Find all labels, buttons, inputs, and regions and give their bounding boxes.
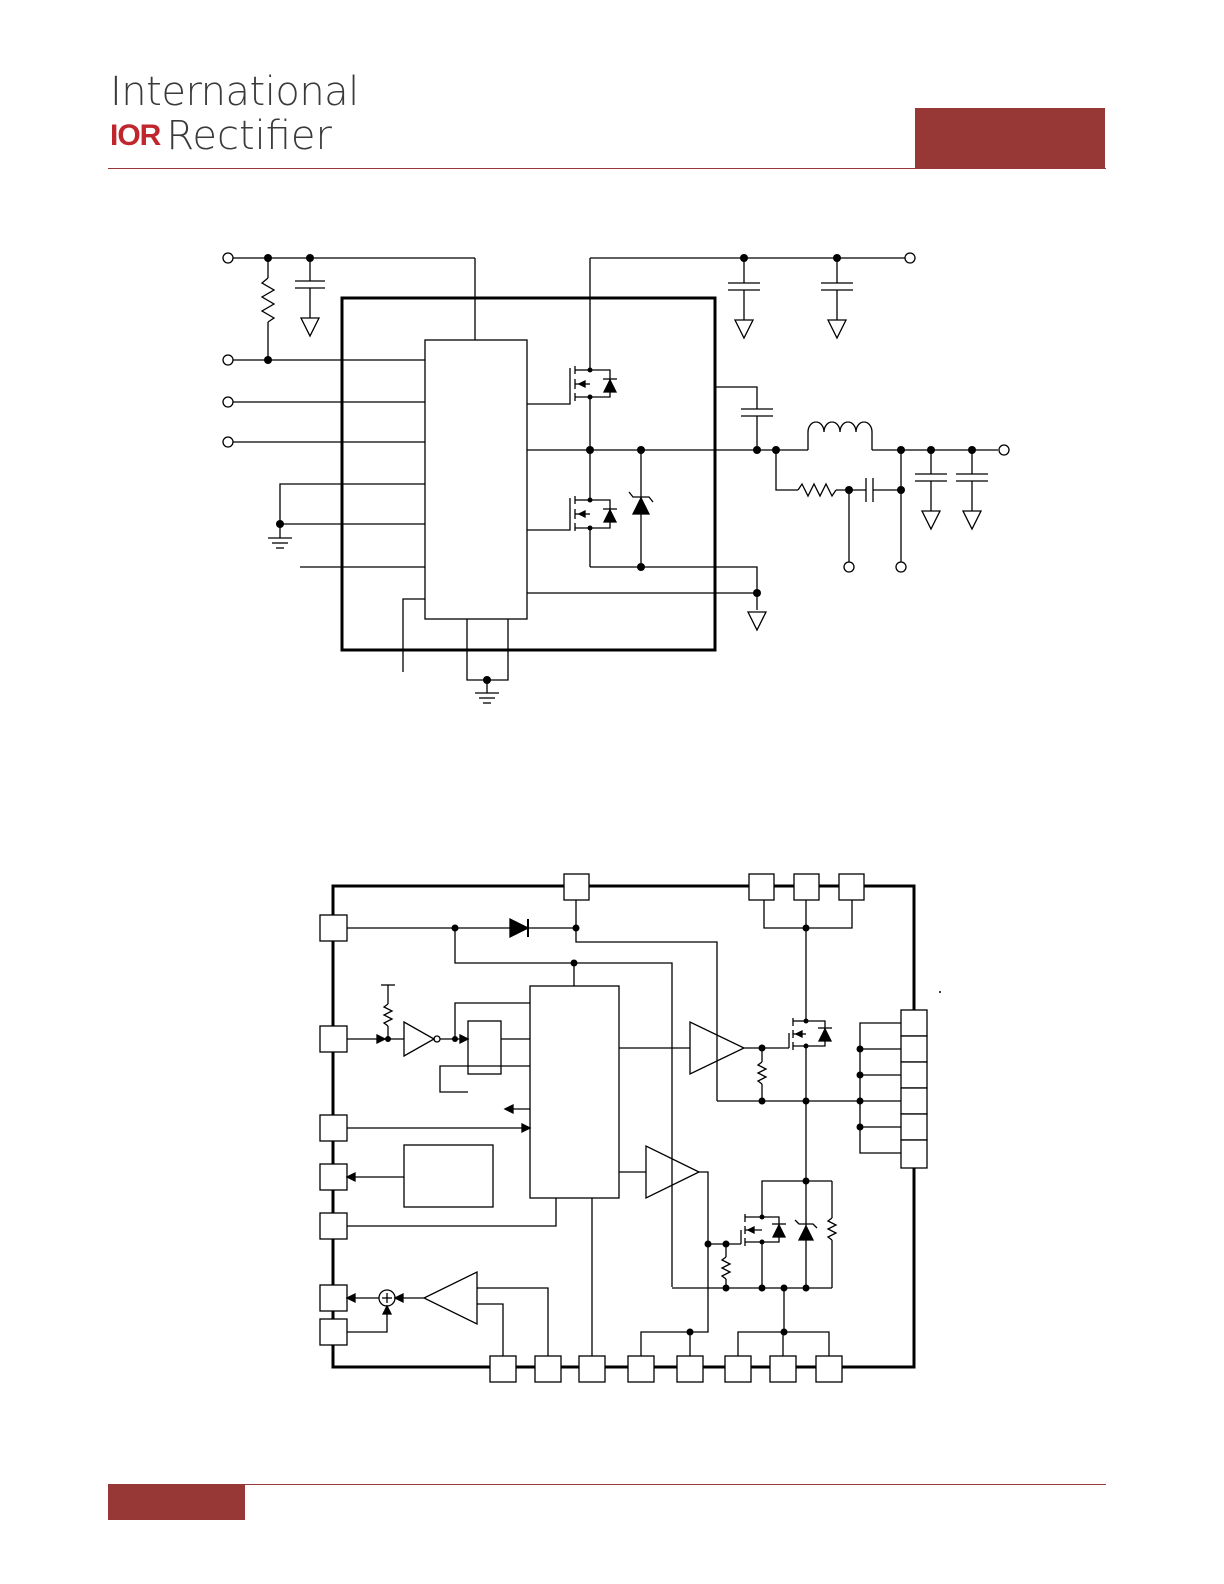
resistor-icon <box>756 1061 768 1085</box>
inductor-icon <box>807 421 873 450</box>
logic-block <box>467 1020 502 1075</box>
mosfet-icon <box>788 928 826 1101</box>
pin-box-icon <box>578 1355 606 1383</box>
diode-icon <box>794 1181 818 1288</box>
pin-box-icon <box>489 1355 517 1383</box>
pin-box-icon <box>769 1355 797 1383</box>
pin-box-icon <box>900 1139 928 1169</box>
terminal-icon <box>222 252 234 264</box>
control-logic-block <box>529 985 620 1199</box>
resistor-icon <box>720 1256 732 1280</box>
diode-icon <box>602 508 618 523</box>
pin-box-icon <box>676 1355 704 1383</box>
diode-icon <box>771 1223 787 1238</box>
capacitor-icon <box>915 450 947 530</box>
terminal-icon <box>904 252 916 264</box>
reference-block <box>403 1144 494 1208</box>
pin-box-icon <box>319 1114 348 1142</box>
pin-box-icon <box>319 1025 348 1053</box>
controller-block <box>424 339 528 620</box>
block-diagram <box>319 873 941 1383</box>
capacitor-icon <box>865 478 874 502</box>
resistor-icon <box>797 482 837 498</box>
logo-mark: IOR <box>110 119 161 152</box>
terminal-icon <box>895 561 907 573</box>
application-circuit <box>222 252 1010 704</box>
pin-box-icon <box>563 873 590 901</box>
ground-icon <box>747 611 767 631</box>
terminal-icon <box>222 396 234 408</box>
pin-box-icon <box>627 1355 655 1383</box>
mosfet-icon <box>740 1180 832 1288</box>
footer-divider <box>108 1484 1106 1485</box>
terminal-icon <box>843 561 855 573</box>
header-divider <box>108 168 1106 169</box>
resistor-icon <box>260 258 276 360</box>
diode-icon <box>602 378 618 393</box>
mosfet-icon <box>527 258 611 450</box>
amplifier-icon <box>422 1270 478 1326</box>
header-accent-box <box>915 108 1105 168</box>
diode-icon <box>628 450 654 567</box>
pin-box-icon <box>319 1318 348 1346</box>
capacitor-icon <box>821 258 853 339</box>
module-outline <box>340 296 717 652</box>
diode-icon <box>817 1027 833 1042</box>
pin-box-icon <box>838 873 865 901</box>
pin-box-icon <box>724 1355 752 1383</box>
pin-box-icon <box>319 914 348 942</box>
pin-box-icon <box>900 1009 928 1037</box>
capacitor-icon <box>956 450 988 530</box>
logo-wordmark-line2: Rectifier <box>166 113 332 159</box>
pin-box-icon <box>319 1163 348 1191</box>
terminal-icon <box>222 354 234 366</box>
company-logo: International IOR Rectifier <box>110 70 359 158</box>
resistor-icon <box>826 1217 838 1241</box>
capacitor-icon <box>728 258 760 339</box>
terminal-icon <box>998 444 1010 456</box>
terminal-icon <box>222 436 234 448</box>
pin-box-icon <box>900 1087 928 1115</box>
pin-box-icon <box>319 1212 348 1240</box>
inverter-icon <box>403 1020 441 1058</box>
pin-box-icon <box>748 873 775 901</box>
pin-box-icon <box>900 1113 928 1141</box>
pin-box-icon <box>534 1355 562 1383</box>
mosfet-icon <box>527 450 611 567</box>
package-outline <box>331 884 916 1369</box>
summing-junction-icon <box>378 1289 396 1307</box>
logo-wordmark-line1: International <box>110 69 359 115</box>
pin-box-icon <box>900 1061 928 1089</box>
pin-box-icon <box>793 873 820 901</box>
pin-box-icon <box>319 1284 348 1312</box>
footer-accent-box <box>108 1484 245 1520</box>
resistor-icon <box>382 1003 394 1027</box>
ground-icon <box>475 680 499 704</box>
capacitor-icon <box>741 408 773 450</box>
ground-icon <box>268 524 292 549</box>
diode-icon <box>509 917 530 939</box>
pin-box-icon <box>900 1035 928 1063</box>
pin-box-icon <box>815 1355 843 1383</box>
ground-icon <box>300 317 320 337</box>
capacitor-icon <box>295 258 325 337</box>
